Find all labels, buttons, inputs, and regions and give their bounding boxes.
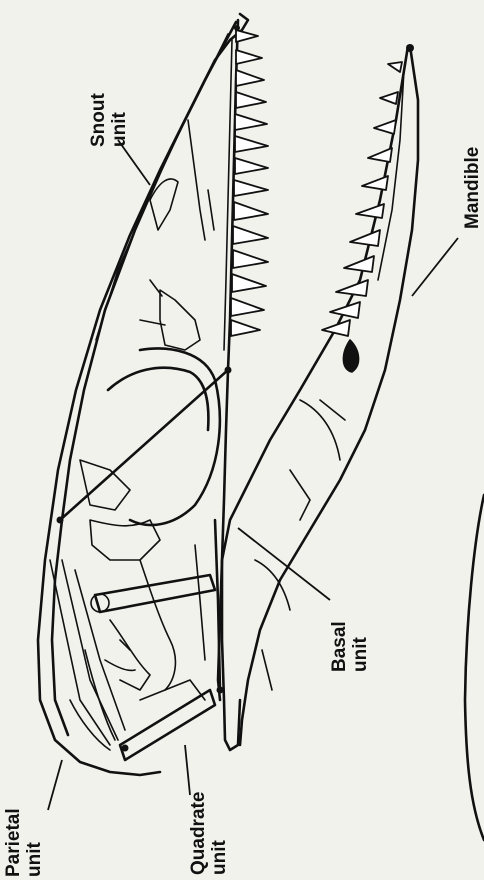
snout-unit-label: Snout unit: [88, 67, 132, 147]
mandible-leader-line: [412, 238, 458, 296]
basal-leader-line: [238, 528, 330, 600]
upper-teeth: [231, 30, 268, 336]
orbit-region: [60, 280, 228, 560]
parietal-leader-line: [48, 760, 62, 810]
quadrate-unit-label: Quadrate unit: [188, 775, 232, 875]
braincase-region: [50, 520, 220, 760]
lower-teeth: [322, 62, 402, 336]
mandible-label: Mandible: [462, 119, 484, 229]
adjacent-skull-edge: [465, 495, 484, 840]
upper-skull-outline: [38, 14, 248, 775]
parietal-unit-label: Parietal unit: [3, 787, 47, 877]
basal-unit-label: Basal unit: [329, 602, 373, 672]
